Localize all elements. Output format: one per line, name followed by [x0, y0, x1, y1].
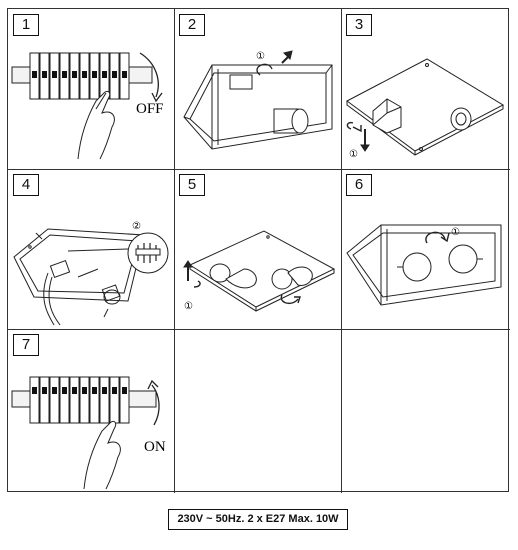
grid-divider-v2: [341, 9, 342, 493]
step-1-panel: OFF 1: [8, 9, 174, 169]
grid-divider-v1: [174, 9, 175, 493]
step-4-marker: ②: [132, 221, 141, 232]
step-5-marker: ①: [184, 301, 193, 312]
step-3-marker: ①: [349, 149, 358, 160]
grid-divider-h2: [8, 329, 510, 330]
empty-panel-1: [174, 329, 341, 493]
base-plate-illustration: ①: [346, 58, 505, 160]
step-7-panel: ON 7: [8, 329, 174, 493]
step-7-label: ON: [144, 439, 166, 455]
step-6-marker: ①: [451, 227, 460, 238]
breaker-on-illustration: ON: [11, 376, 166, 490]
step-3-panel: ① 3: [341, 9, 510, 169]
empty-panel-2: [341, 329, 510, 493]
step-4-panel: ② 4: [8, 169, 174, 329]
step-1-number: 1: [13, 14, 39, 36]
grid-divider-h1: [8, 169, 510, 170]
step-7-number: 7: [13, 334, 39, 356]
step-2-marker: ①: [256, 51, 265, 62]
step-3-number: 3: [346, 14, 372, 36]
breaker-off-illustration: OFF: [11, 52, 164, 160]
wiring-illustration: ②: [13, 221, 169, 326]
step-2-panel: ① 2: [174, 9, 341, 169]
step-6-number: 6: [346, 174, 372, 196]
bulb-install-illustration: ①: [183, 230, 336, 312]
instruction-grid: OFF 1 ① 2: [7, 8, 510, 493]
frame-refit-illustration: ①: [346, 224, 502, 306]
electrical-spec-label: 230V ~ 50Hz. 2 x E27 Max. 10W: [168, 509, 348, 530]
lamp-frame-illustration: ①: [183, 50, 333, 150]
step-5-panel: ① 5: [174, 169, 341, 329]
step-2-number: 2: [179, 14, 205, 36]
step-1-label: OFF: [136, 101, 164, 117]
step-6-panel: ① 6: [341, 169, 510, 329]
step-4-number: 4: [13, 174, 39, 196]
step-5-number: 5: [179, 174, 205, 196]
